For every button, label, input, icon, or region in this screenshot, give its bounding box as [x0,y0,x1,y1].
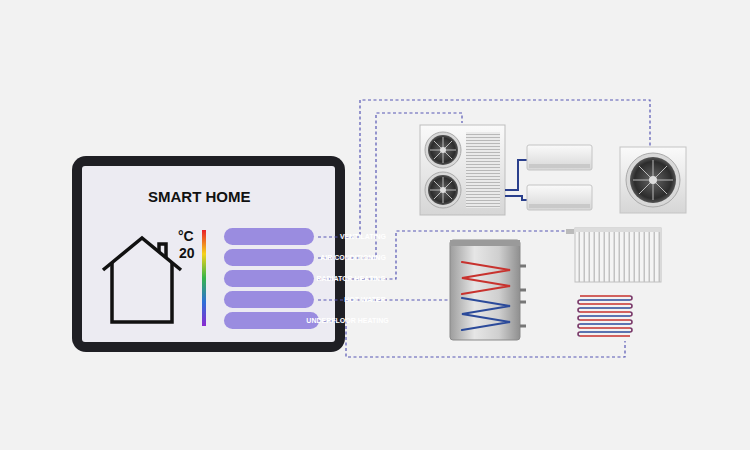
tablet-screen: SMART HOME VENTILATING AIR CONDITIONING RAD… [82,166,335,342]
menu-button: AIR CONDITIONING [224,249,314,266]
unit-label: °C [178,228,194,244]
button-label: UNDERFLOOR HEATING [306,317,388,324]
button-label: RADIATOR HEATING [316,275,385,282]
menu-button: UNDERFLOOR HEATING [224,312,319,329]
temperature-value: 20 [179,245,195,261]
screen-title: SMART HOME [148,188,251,205]
button-label: HOT WATER [344,296,385,303]
button-label: AIR CONDITIONING [320,254,386,261]
button-label: VENTILATING [340,233,386,240]
menu-button: VENTILATING [224,228,314,245]
menu-button: HOT WATER [224,291,314,308]
menu-button: RADIATOR HEATING [224,270,314,287]
